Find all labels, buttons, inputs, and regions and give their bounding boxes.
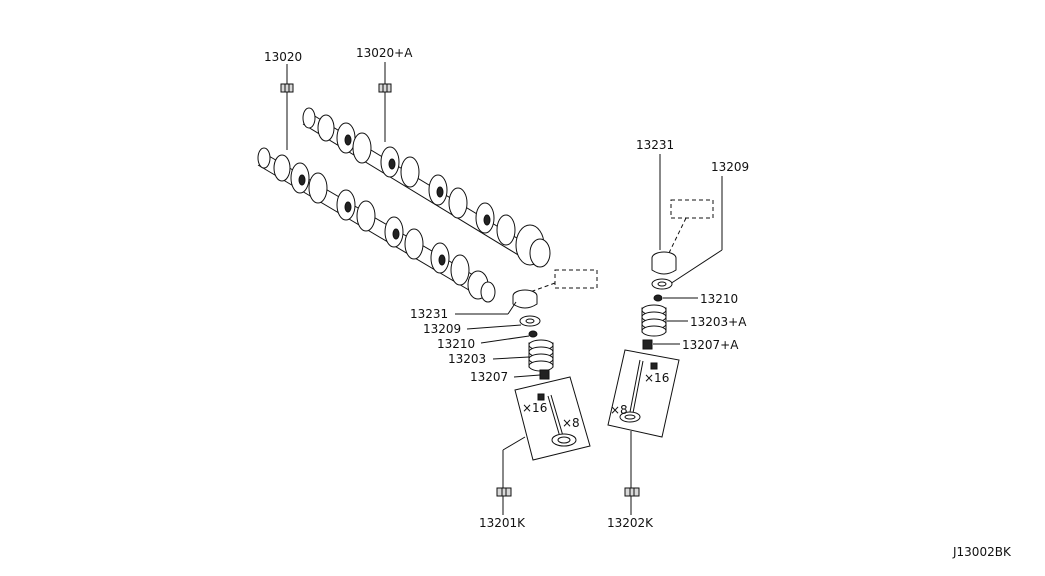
label-valve-spring-right: 13203+A	[690, 315, 747, 329]
camshaft-lower[interactable]	[257, 147, 496, 303]
label-valve-seal-right: 13210	[700, 292, 738, 306]
quantity-left-valve: ×8	[562, 416, 580, 430]
label-retainer-left: 13231	[410, 307, 448, 321]
exhaust-valve-box	[607, 349, 680, 438]
valve-collet-right[interactable]	[642, 339, 653, 350]
label-spring-seat-left: 13209	[423, 322, 461, 336]
label-valve-collet-right: 13207+A	[682, 338, 739, 352]
valve-retainer-right[interactable]	[651, 251, 677, 275]
quantity-left-collet: ×16	[522, 401, 547, 415]
label-retainer-right: 13231	[636, 138, 674, 152]
valve-seal-right[interactable]	[653, 294, 663, 302]
diagram-id: J13002BK	[952, 545, 1012, 559]
camshaft-upper[interactable]	[302, 107, 551, 268]
quantity-right-collet: ×16	[644, 371, 669, 385]
label-valve-seal-left: 13210	[437, 337, 475, 351]
spring-seat-left[interactable]	[519, 315, 541, 327]
valve-retainer-left[interactable]	[512, 289, 538, 309]
spring-seat-right[interactable]	[651, 278, 673, 290]
valve-collet-left[interactable]	[539, 369, 550, 380]
valve-icon	[624, 487, 640, 497]
label-exhaust-valve: 13202K	[607, 516, 654, 530]
reference-box	[670, 199, 714, 219]
valve-seal-left[interactable]	[528, 330, 538, 338]
valve-spring-left[interactable]	[528, 339, 554, 372]
intake-valve-box	[514, 376, 591, 461]
label-spring-seat-right: 13209	[711, 160, 749, 174]
label-camshaft-intake: 13020+A	[356, 46, 413, 60]
label-valve-spring-left: 13203	[448, 352, 486, 366]
label-valve-collet-left: 13207	[470, 370, 508, 384]
reference-box	[554, 269, 598, 289]
bolt-icon	[280, 83, 294, 93]
valve-spring-right[interactable]	[641, 304, 667, 337]
label-camshaft-exhaust: 13020	[264, 50, 302, 64]
quantity-right-valve: ×8	[610, 403, 628, 417]
valve-icon	[496, 487, 512, 497]
bolt-icon	[378, 83, 392, 93]
label-intake-valve: 13201K	[479, 516, 526, 530]
